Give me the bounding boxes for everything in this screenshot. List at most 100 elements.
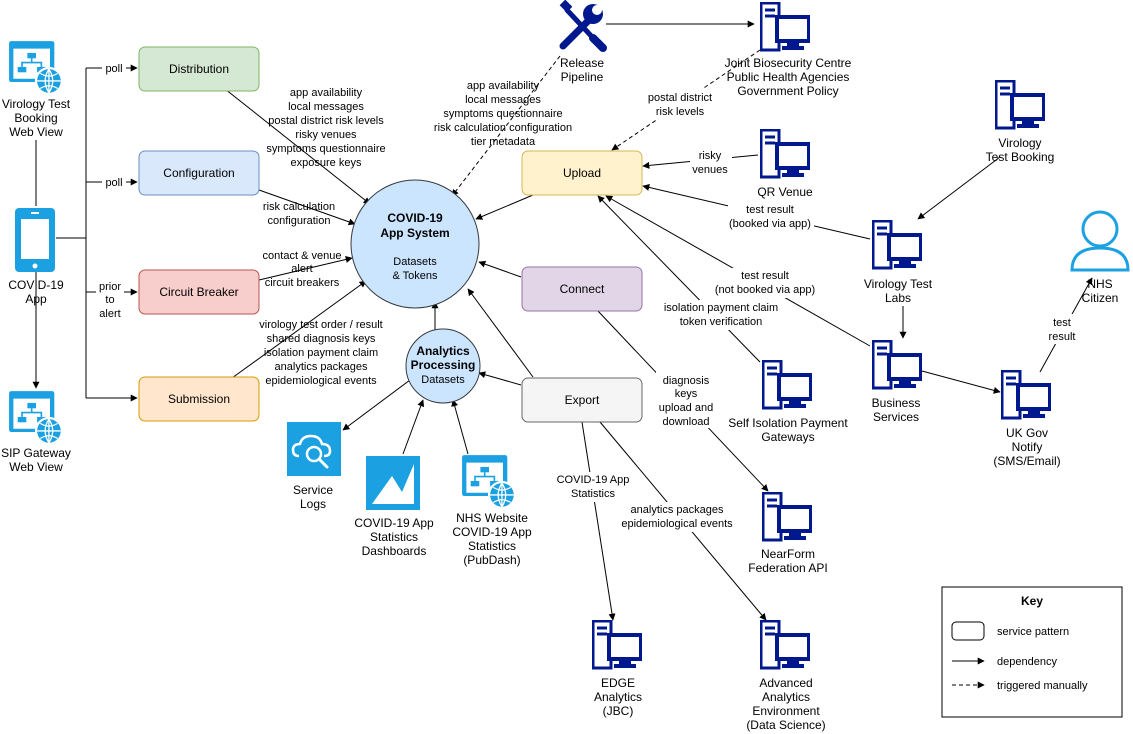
legend: Key service pattern dependency triggered… bbox=[941, 586, 1123, 718]
aae-node: Advanced Analytics Environment (Data Sci… bbox=[746, 620, 826, 732]
app-line-1: COVID-19 bbox=[8, 278, 64, 292]
configuration-item: configuration bbox=[268, 215, 331, 227]
legend-service-label: service pattern bbox=[997, 626, 1069, 638]
label-notify-result-2: result bbox=[1049, 331, 1076, 343]
server-icon bbox=[762, 492, 812, 542]
jbc-node: Joint Biosecurity Centre Public Health A… bbox=[725, 2, 852, 98]
aae-line-4: (Data Science) bbox=[746, 718, 825, 732]
service-logs-line-2: Logs bbox=[300, 497, 326, 511]
server-icon bbox=[760, 2, 810, 52]
hub-circle bbox=[350, 179, 480, 309]
jbc-line-2: Public Health Agencies bbox=[727, 70, 850, 84]
edge-release-hub bbox=[451, 55, 561, 197]
connect-box bbox=[521, 266, 643, 312]
label-business-result-2: (not booked via app) bbox=[715, 284, 815, 296]
circuit-breaker-item: alert bbox=[291, 263, 312, 275]
configuration-items: risk calculation configuration bbox=[263, 201, 335, 227]
submission-item: epidemiological events bbox=[265, 375, 377, 387]
edge-dashboards-analytics bbox=[402, 399, 425, 455]
server-icon bbox=[760, 129, 810, 179]
nhs-citizen-line-2: Citizen bbox=[1082, 291, 1119, 305]
release-pipeline: Release Pipeline bbox=[559, 0, 607, 84]
edge-export-analytics bbox=[478, 371, 522, 386]
edge-analytics-line-1: EDGE bbox=[601, 676, 635, 690]
submission-item: virology test order / result bbox=[259, 319, 383, 331]
label-payment-claim-1: isolation payment claim bbox=[664, 302, 778, 314]
hub-title-2: App System bbox=[380, 226, 449, 240]
aae-line-3: Environment bbox=[752, 704, 820, 718]
jbc-line-1: Joint Biosecurity Centre bbox=[725, 56, 852, 70]
booking-web-view-line-1: Virology Test bbox=[2, 97, 71, 111]
label-aae-packages-2: epidemiological events bbox=[621, 518, 733, 530]
configuration-item: risk calculation bbox=[263, 201, 335, 213]
circuit-breaker-label: Circuit Breaker bbox=[159, 285, 238, 299]
server-icon bbox=[995, 80, 1045, 130]
release-item: risk calculation configuration bbox=[434, 122, 572, 134]
booking-web-view: Virology Test Booking Web View bbox=[2, 40, 71, 139]
label-aae-packages-1: analytics packages bbox=[631, 504, 724, 516]
circuit-breaker-item: circuit breakers bbox=[265, 277, 340, 289]
stats-dashboards-node: COVID-19 App Statistics Dashboards bbox=[354, 456, 434, 558]
analytics-title-1: Analytics bbox=[416, 344, 470, 358]
sip-web-view-line-1: SIP Gateway bbox=[1, 446, 71, 460]
person-icon bbox=[1070, 210, 1130, 272]
edge-connect-hub bbox=[478, 260, 522, 278]
nhs-website-line-3: Statistics bbox=[468, 539, 516, 553]
edge-jbc-upload bbox=[611, 49, 761, 151]
server-icon bbox=[872, 340, 922, 390]
legend-manual-label: triggered manually bbox=[997, 680, 1088, 692]
label-nearform-keys-2: keys bbox=[675, 388, 698, 400]
self-isolation-node: Self Isolation Payment Gateways bbox=[728, 360, 848, 444]
hub-title-1: COVID-19 bbox=[387, 211, 443, 225]
uk-gov-notify-line-2: Notify bbox=[1012, 440, 1043, 454]
hub-node: COVID-19 App System Datasets & Tokens bbox=[350, 179, 480, 309]
business-services-line-2: Services bbox=[873, 410, 919, 424]
qr-venue-node: QR Venue bbox=[757, 129, 813, 199]
analytics-circle bbox=[405, 328, 481, 404]
edge-payment-upload bbox=[597, 195, 761, 363]
nhs-website-line-2: COVID-19 App bbox=[452, 525, 532, 539]
legend-box bbox=[941, 586, 1123, 718]
virology-booking-line-2: Test Booking bbox=[986, 150, 1055, 164]
nhs-citizen-line-1: NHS bbox=[1087, 277, 1112, 291]
legend-dependency-label: dependency bbox=[997, 656, 1057, 668]
circuit-breaker-item: contact & venue bbox=[263, 250, 342, 262]
sip-web-view-icon bbox=[8, 390, 64, 446]
edge-distribution-hub bbox=[224, 88, 371, 205]
edge-labels: poll poll prior to alert app availabilit… bbox=[96, 61, 1080, 532]
business-services-node: Business Services bbox=[872, 340, 922, 424]
configuration-box bbox=[138, 150, 260, 196]
export-box bbox=[521, 377, 643, 423]
nearform-line-2: Federation API bbox=[748, 561, 827, 575]
server-icon bbox=[872, 220, 922, 270]
app-line-2: App bbox=[25, 292, 47, 306]
stats-dashboards-line-3: Dashboards bbox=[362, 544, 427, 558]
jbc-line-3: Government Policy bbox=[737, 84, 838, 98]
nearform-node: NearForm Federation API bbox=[748, 492, 828, 575]
circuit-breaker-items: contact & venue alert circuit breakers bbox=[263, 250, 342, 289]
analytics-title-2: Processing bbox=[411, 358, 476, 372]
service-export: Export bbox=[521, 377, 643, 423]
label-edge-stats-2: Statistics bbox=[571, 488, 616, 500]
server-icon bbox=[760, 620, 810, 670]
aae-line-2: Analytics bbox=[762, 690, 810, 704]
server-icon bbox=[592, 620, 642, 670]
label-prior: prior bbox=[99, 281, 121, 293]
release-pipeline-line-1: Release bbox=[560, 56, 604, 70]
service-submission: Submission bbox=[138, 376, 260, 422]
label-qr-risky-2: venues bbox=[692, 164, 728, 176]
release-item: tier metadata bbox=[471, 136, 536, 148]
service-connect: Connect bbox=[521, 266, 643, 312]
edge-business-notify bbox=[921, 370, 1001, 394]
edges bbox=[32, 20, 1093, 621]
nhs-website-line-4: (PubDash) bbox=[463, 553, 520, 567]
sip-web-view: SIP Gateway Web View bbox=[1, 390, 71, 474]
edge-export-edge bbox=[581, 421, 616, 621]
web-view-icon bbox=[461, 454, 517, 510]
hub-sub-1: Datasets bbox=[393, 256, 437, 268]
business-services-line-1: Business bbox=[872, 396, 921, 410]
label-edge-stats-1: COVID-19 App bbox=[557, 474, 630, 486]
nhs-website-line-1: NHS Website bbox=[456, 511, 528, 525]
service-upload: Upload bbox=[521, 150, 643, 196]
service-logs-line-1: Service bbox=[293, 483, 333, 497]
